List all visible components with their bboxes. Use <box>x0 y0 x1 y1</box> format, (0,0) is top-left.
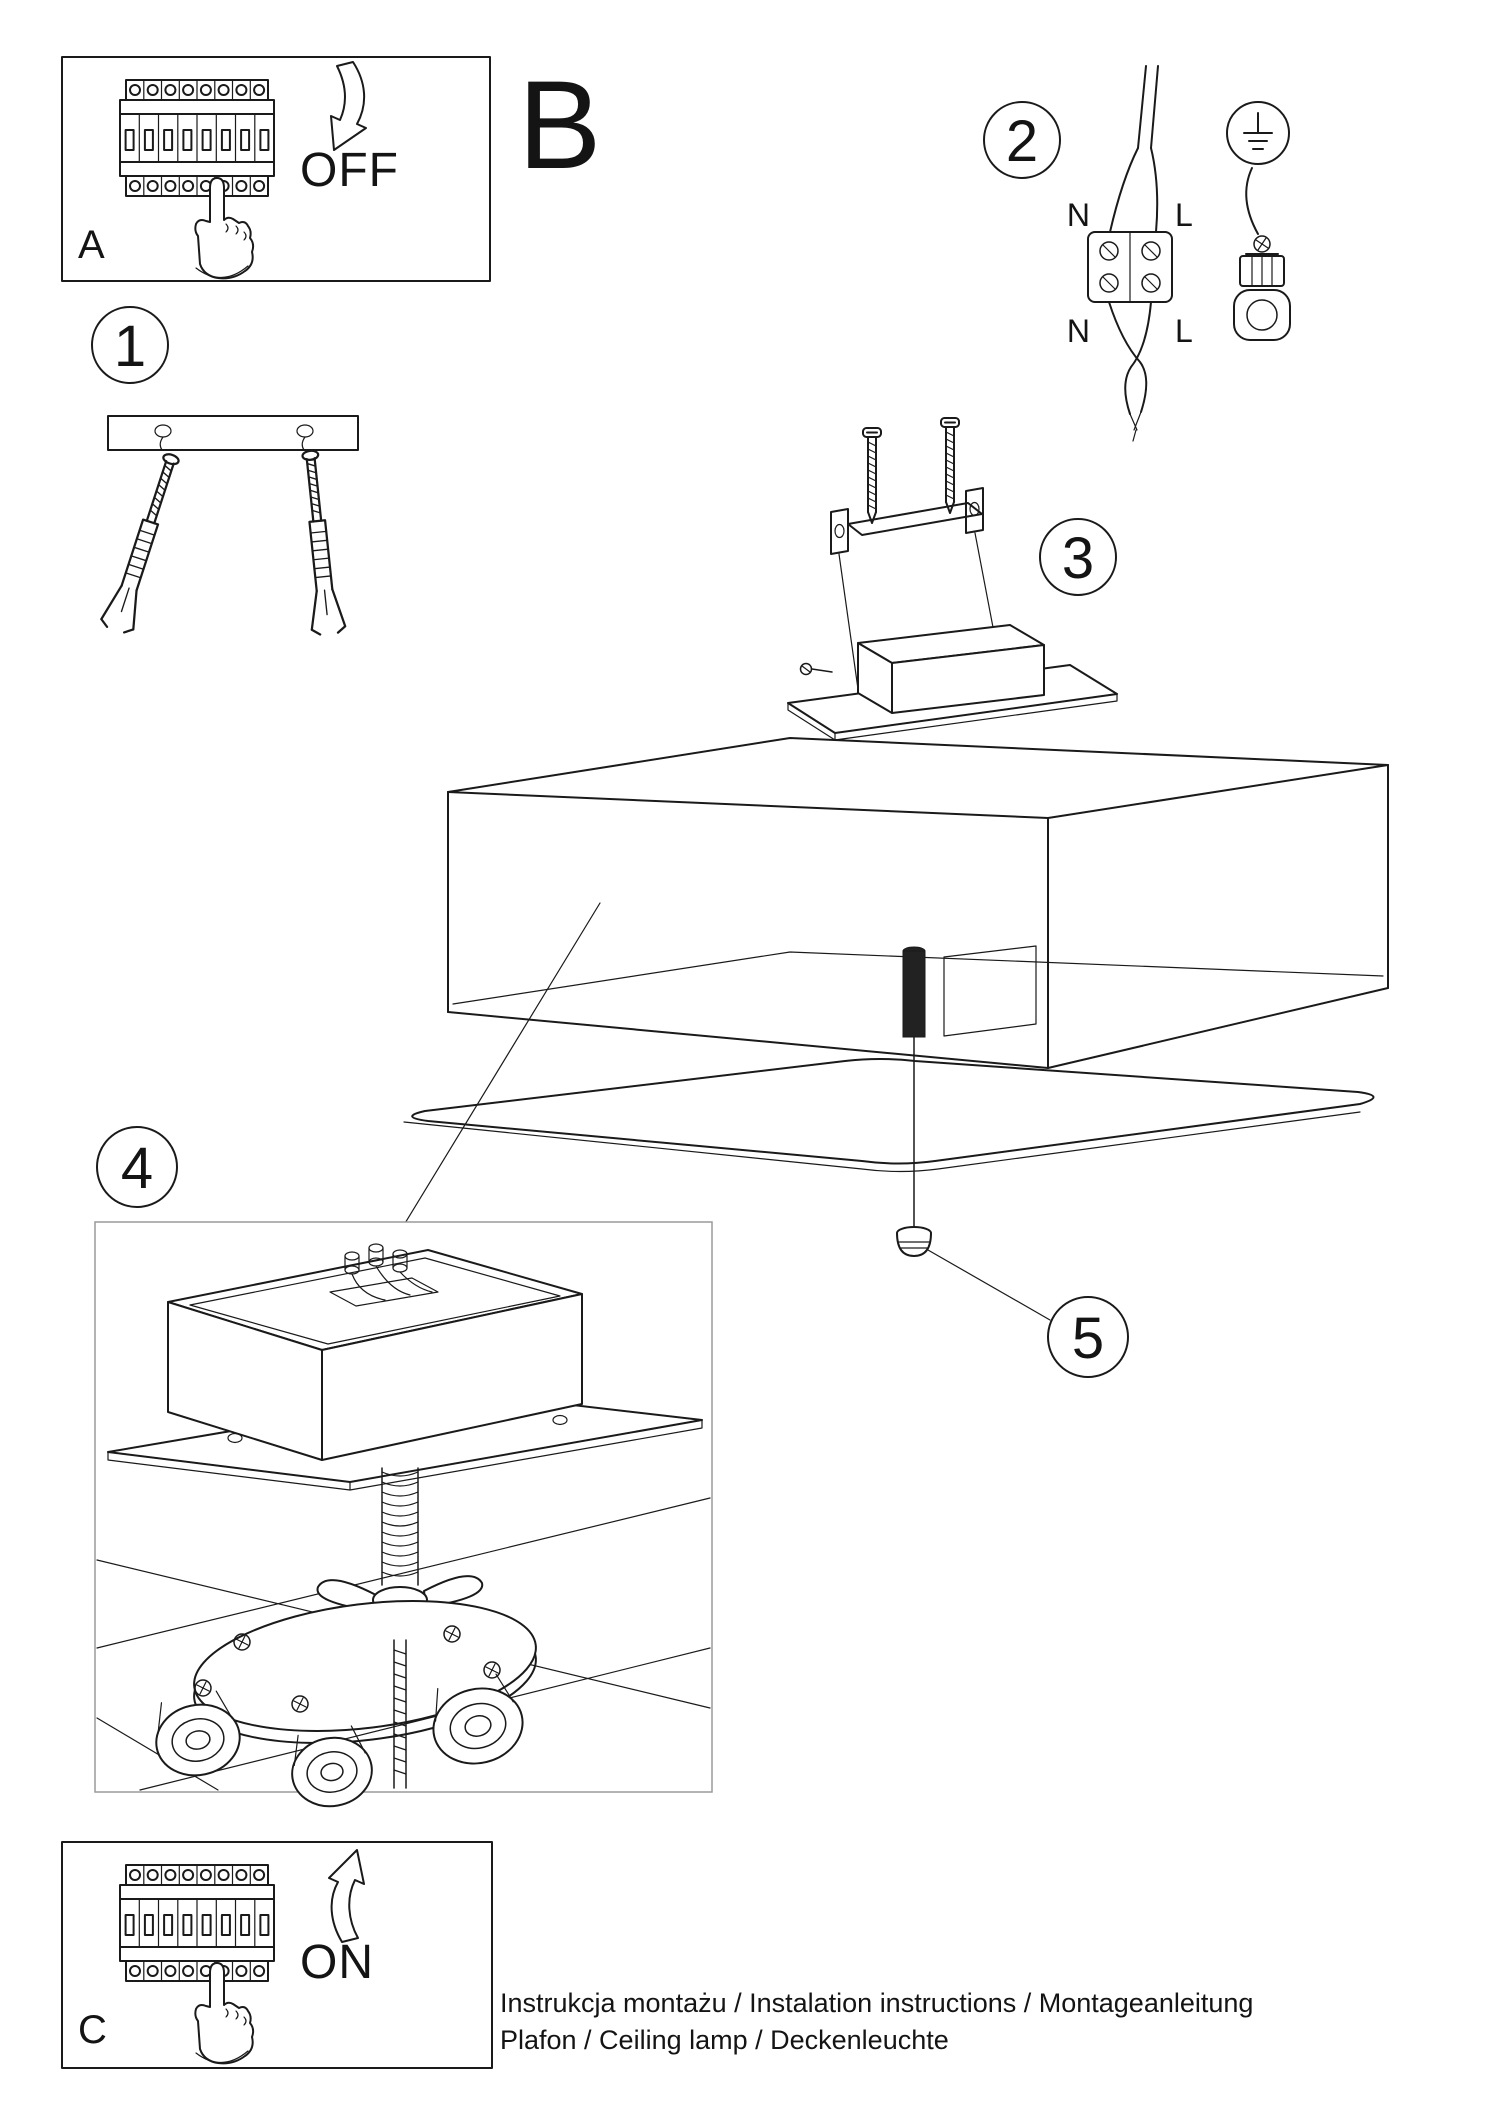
mounting-screw-icon <box>862 427 882 524</box>
panel-c-frame <box>61 1841 493 2069</box>
step5-finial: 5 <box>896 1226 1129 1378</box>
canopy-opening <box>943 945 1037 1037</box>
step4-detail-inset: 4 <box>94 1126 713 1808</box>
n-top-label: N <box>1067 197 1090 233</box>
circuit-breaker-icon <box>119 79 275 197</box>
wall-plug-anchor-icon <box>98 448 190 636</box>
on-label: ON <box>300 1936 374 1989</box>
footer-line-1: Instrukcja montażu / Instalation instruc… <box>500 1988 1253 2018</box>
step5-pointer-line <box>927 1249 1051 1321</box>
ground-terminal-icon <box>1233 235 1291 341</box>
n-bottom-label: N <box>1067 313 1090 349</box>
step2-wiring-diagram: 2 N L N L <box>983 65 1291 442</box>
step4-number: 4 <box>121 1136 153 1201</box>
panel-b-label: B <box>518 56 601 195</box>
wire-connectors-icon <box>329 1243 439 1307</box>
lamp-shade-body <box>367 737 1389 1285</box>
off-label: OFF <box>300 144 399 197</box>
keyhole-left-icon <box>154 424 172 438</box>
bulb-sockets-icon <box>155 1673 524 1808</box>
mounting-screw-icon <box>940 417 960 514</box>
threaded-stem-icon <box>381 1467 419 1586</box>
canopy-box-detail <box>167 1243 583 1461</box>
step3-badge <box>1039 518 1117 596</box>
supply-cable <box>1137 65 1159 149</box>
step4-badge <box>96 1126 178 1208</box>
curved-arrow-down-icon <box>330 61 367 151</box>
panel-c-label: C <box>78 2008 107 2052</box>
footer-line-2: Plafon / Ceiling lamp / Deckenleuchte <box>500 2025 949 2055</box>
diffuser-plate <box>403 1058 1375 1173</box>
pointing-hand-icon <box>194 177 255 280</box>
l-top-label: L <box>1175 197 1193 233</box>
step1-wall-anchors: 1 <box>91 306 359 637</box>
keyhole-right-icon <box>296 424 314 438</box>
detail-pointer-line <box>367 902 601 1285</box>
curved-arrow-up-icon <box>328 1849 365 1943</box>
ground-wire <box>1245 167 1259 235</box>
mounting-bar <box>107 415 359 451</box>
mounting-bracket-icon <box>830 487 984 555</box>
ceiling-canopy <box>787 624 1118 741</box>
pointing-hand-icon <box>194 1962 255 2065</box>
step5-number: 5 <box>1072 1306 1104 1371</box>
plate-screws-icon <box>194 1625 501 1713</box>
wall-plug-anchor-icon <box>292 448 347 637</box>
step5-badge <box>1047 1296 1129 1378</box>
l-bottom-label: L <box>1175 313 1193 349</box>
circuit-breaker-icon <box>119 1864 275 1982</box>
step2-badge <box>983 101 1061 179</box>
center-screw-rod <box>393 1639 407 1789</box>
panel-a-frame <box>61 56 491 282</box>
panel-a-label: A <box>78 223 105 267</box>
lamp-wires <box>1108 301 1152 415</box>
panel-c-breaker-on: ON C <box>61 1841 493 2069</box>
supply-wires <box>1109 147 1159 233</box>
panel-a-breaker-off: OFF A <box>61 56 491 282</box>
step1-badge <box>91 306 169 384</box>
step2-number: 2 <box>1006 109 1038 174</box>
step1-number: 1 <box>114 314 146 379</box>
earth-ground-symbol-icon <box>1226 101 1290 165</box>
step3-bracket-canopy: 3 <box>787 417 1118 741</box>
step3-number: 3 <box>1062 526 1094 591</box>
